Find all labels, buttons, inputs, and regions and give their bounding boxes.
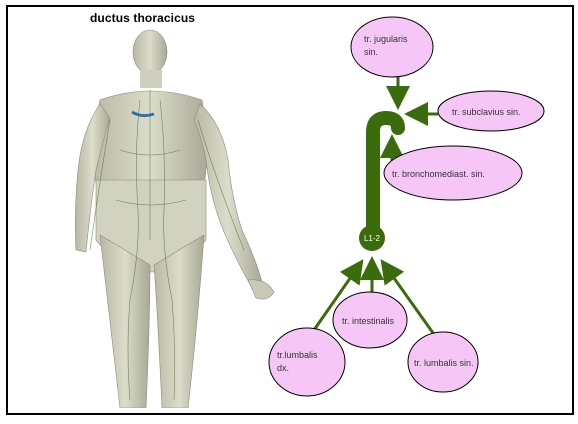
node-intestinalis-label: tr. intestinalis (342, 316, 395, 326)
node-subclavius: tr. subclavius sin. (438, 91, 544, 131)
node-lumbalis-dx-line2: dx. (277, 363, 289, 373)
node-jugularis-line2: sin. (364, 47, 378, 57)
node-bronchomediast-label: tr. bronchomediast. sin. (392, 169, 485, 179)
node-intestinalis: tr. intestinalis (333, 292, 407, 348)
node-jugularis: tr. jugularis sin. (351, 17, 433, 77)
node-jugularis-line1: tr. jugularis (364, 34, 408, 44)
node-bronchomediast: tr. bronchomediast. sin. (384, 146, 522, 200)
node-lumbalis-dx: tr.lumbalis dx. (269, 328, 345, 396)
confluence-node: L1-2 (359, 225, 385, 251)
node-lumbalis-dx-line1: tr.lumbalis (277, 350, 318, 360)
node-lumbalis-sin-label: tr. lumbalis sin. (414, 358, 474, 368)
confluence-label: L1-2 (364, 234, 381, 243)
node-subclavius-label: tr. subclavius sin. (452, 107, 521, 117)
node-lumbalis-sin: tr. lumbalis sin. (408, 332, 478, 392)
